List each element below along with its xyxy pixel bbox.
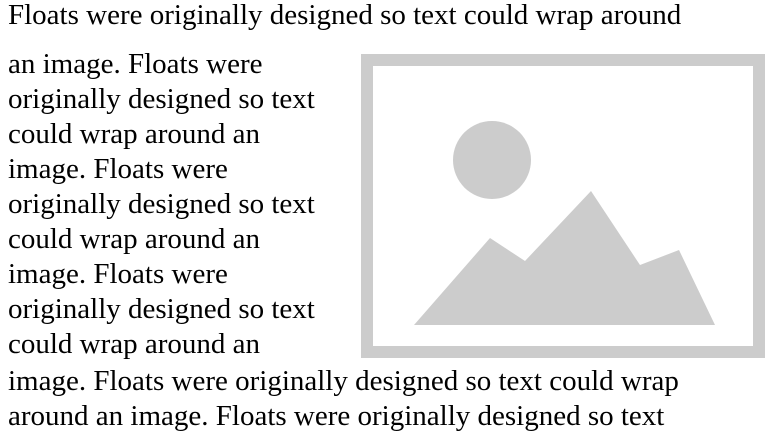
sun-shape [453,121,531,199]
text-line: could wrap around an [8,118,261,150]
text-line: originally designed so text [8,188,315,220]
text-line: image. Floats were [8,153,228,185]
text-line: could wrap around an [8,223,261,255]
text-line: image. Floats were originally designed s… [8,365,679,397]
text-line: around an image. Floats were originally … [8,400,665,432]
text-line: image. Floats were [8,258,228,290]
text-line: could wrap around an [8,328,261,360]
image-placeholder-icon [414,121,715,325]
text-line: an image. Floats were [8,48,263,80]
text-line: originally designed so text [8,293,315,325]
floated-image [361,54,765,358]
text-line: Floats were originally designed so text … [8,0,682,31]
text-line: originally designed so text [8,83,315,115]
mountain-shape [414,191,715,325]
